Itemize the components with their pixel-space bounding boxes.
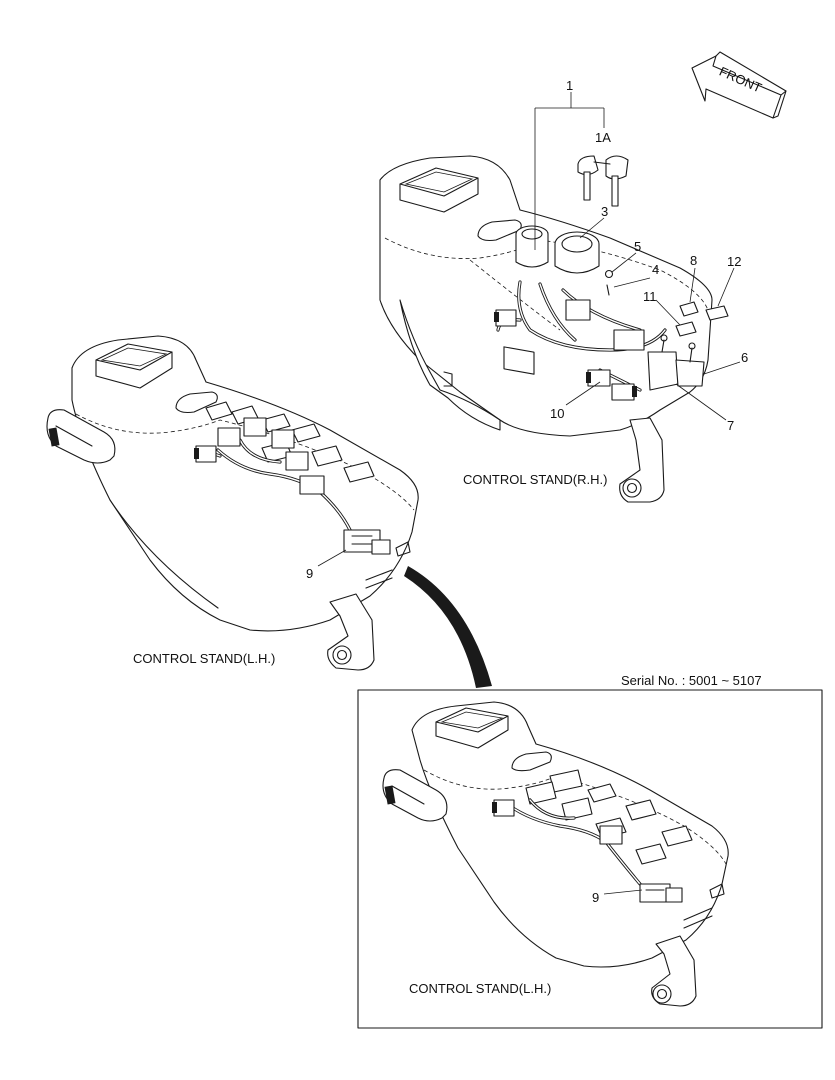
callout-labels: 1 1A 3 5 4 8 12 11 6 7 10 9 9 <box>306 78 748 905</box>
callout-12: 12 <box>727 254 741 269</box>
callout-1a: 1A <box>595 130 611 145</box>
leader-lines-rh <box>534 92 741 421</box>
callout-7: 7 <box>727 418 734 433</box>
callout-3: 3 <box>601 204 608 219</box>
control-stand-lh <box>46 335 419 671</box>
front-arrow: FRONT <box>691 51 787 119</box>
caption-control-stand-lh: CONTROL STAND(L.H.) <box>133 651 275 666</box>
control-stand-lh-inset <box>382 701 729 1007</box>
callout-9-inset: 9 <box>592 890 599 905</box>
leader-line-lh-inset <box>603 889 643 895</box>
callout-5: 5 <box>634 239 641 254</box>
key-icon <box>577 155 629 207</box>
leader-line-lh <box>317 549 347 567</box>
callout-4: 4 <box>652 262 659 277</box>
callout-arrow <box>404 566 492 688</box>
callout-9: 9 <box>306 566 313 581</box>
serial-number: Serial No. : 5001 ~ 5107 <box>621 673 762 688</box>
callout-1: 1 <box>566 78 573 93</box>
callout-10: 10 <box>550 406 564 421</box>
inset-frame <box>357 689 823 1029</box>
callout-6: 6 <box>741 350 748 365</box>
callout-8: 8 <box>690 253 697 268</box>
control-stand-rh <box>379 155 729 503</box>
caption-control-stand-rh: CONTROL STAND(R.H.) <box>463 472 607 487</box>
caption-control-stand-lh-inset: CONTROL STAND(L.H.) <box>409 981 551 996</box>
callout-11: 11 <box>643 289 657 304</box>
